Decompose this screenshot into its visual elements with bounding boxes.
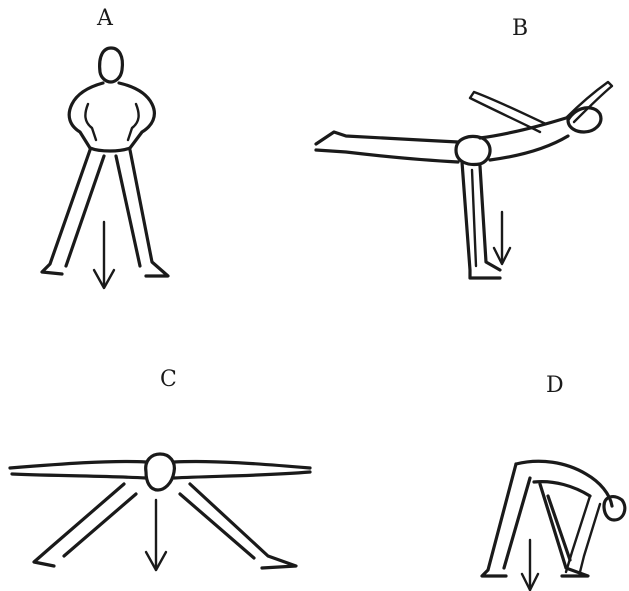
figure-b-arm-right [566, 82, 612, 122]
figure-c-leg-right-inner [180, 494, 254, 558]
figure-a-leg-left-inner [66, 156, 104, 266]
figure-d-arm-left [566, 496, 590, 572]
figure-b-torso-top [480, 118, 566, 138]
figure-c-leg-right-outer [190, 484, 296, 568]
figure-d-leg-left-outer [482, 464, 516, 576]
figure-a-standing [42, 48, 168, 288]
figure-a-inner-arm-left [85, 104, 96, 140]
figure-d-head [604, 497, 625, 520]
figure-a-leg-left-outer [42, 150, 90, 274]
figure-d-forward-bend [482, 461, 625, 590]
figure-a-waist [90, 148, 130, 151]
figure-a-head [100, 48, 123, 82]
figure-b-hip [456, 137, 490, 165]
figure-b-raised-leg-bottom [316, 150, 458, 162]
figure-a-inner-arm-right [128, 104, 139, 140]
figure-a-torso-right [119, 83, 154, 148]
figure-c-wide-stance [10, 454, 310, 570]
figure-c-arm-bottom [12, 472, 310, 478]
figure-b-torso-bottom [490, 136, 568, 160]
figure-b-raised-leg-top [316, 132, 458, 144]
figure-a-leg-right-outer [130, 150, 168, 276]
figure-c-leg-left-outer [34, 484, 124, 566]
figure-a-leg-right-inner [116, 156, 140, 266]
figure-c-arm-top [10, 461, 310, 468]
figure-c-head [146, 454, 175, 490]
figure-b-balance [316, 82, 612, 278]
figure-b-standing-leg-mid [472, 170, 476, 266]
